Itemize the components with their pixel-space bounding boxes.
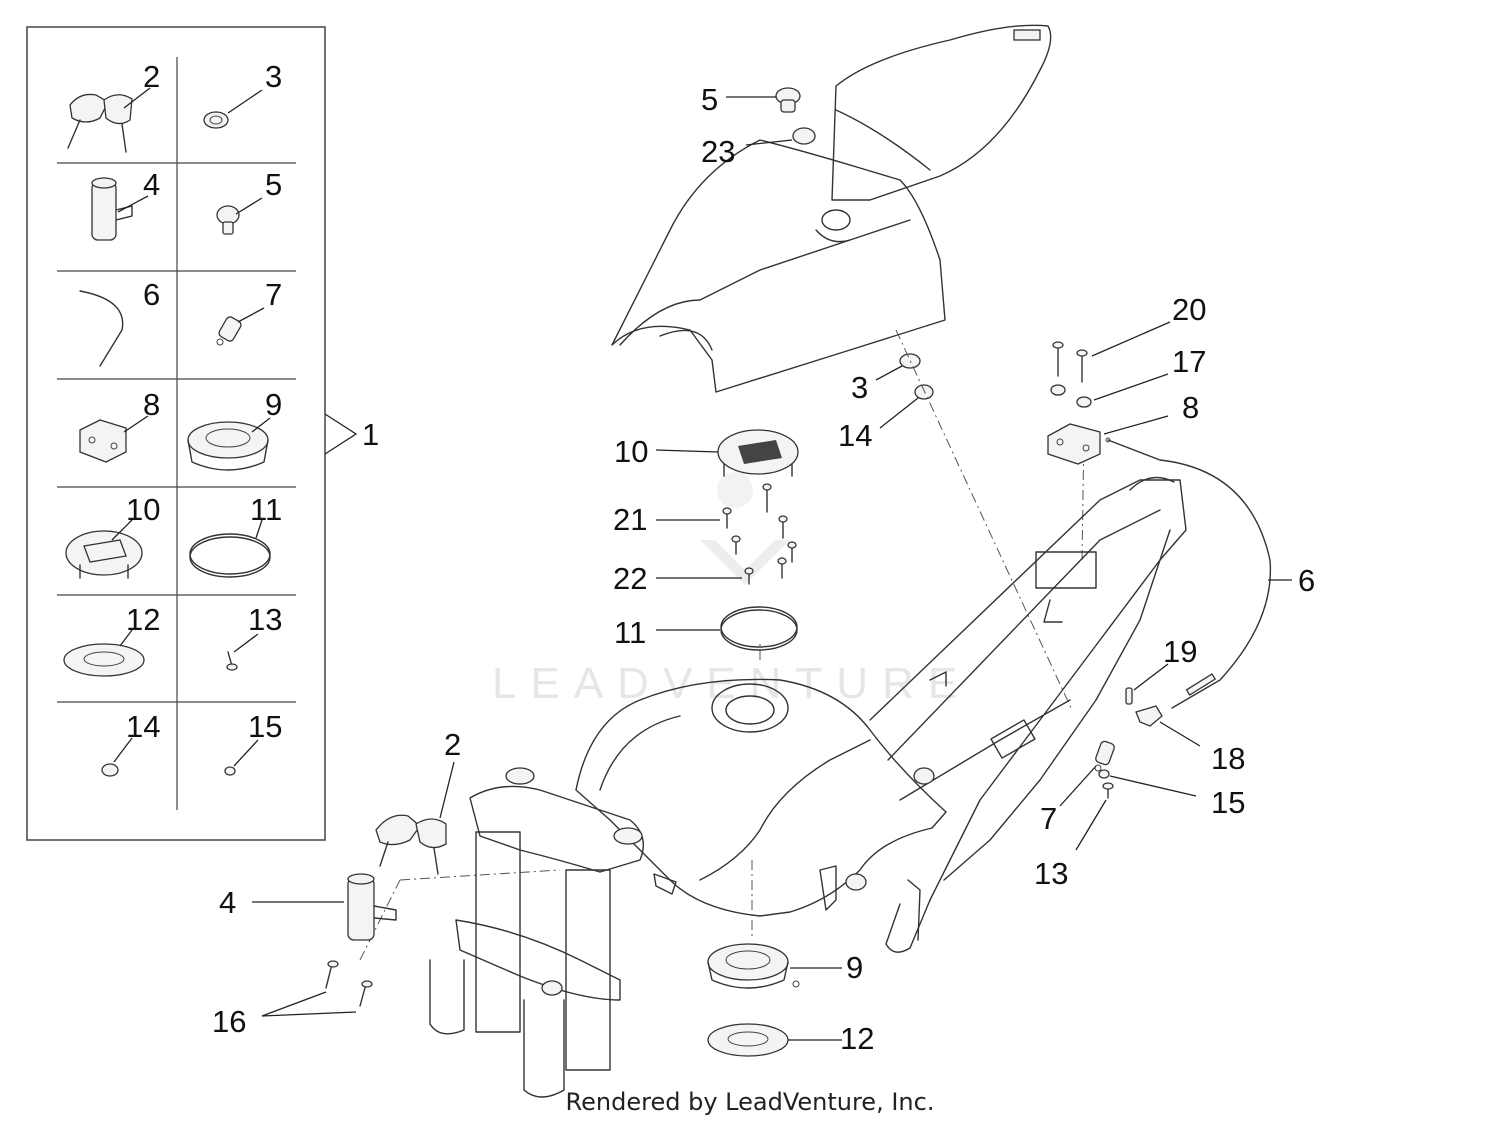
watermark-logo-icon	[700, 472, 790, 585]
callout-fuel-cap: 10	[614, 434, 648, 469]
callout-keys: 2	[444, 727, 461, 762]
kit-label-lock-bracket: 8	[143, 387, 160, 422]
kit-lock-bracket-icon	[79, 419, 127, 463]
seat-drawing	[611, 24, 1052, 393]
kit-label-filler-flange: 9	[265, 387, 282, 422]
kit-cable-icon	[79, 290, 124, 367]
callout-lock-bracket: 8	[1182, 390, 1199, 425]
callout-screw-21: 21	[613, 502, 647, 537]
kit-small-washer-icon	[224, 766, 236, 776]
axis-line	[399, 869, 561, 881]
ignition-lock-part	[347, 873, 397, 941]
callout-latch-18: 18	[1211, 741, 1245, 776]
footer-credit: Rendered by LeadVenture, Inc.	[566, 1088, 935, 1116]
axis-line	[895, 329, 1073, 711]
callout-gasket-plate: 12	[840, 1021, 874, 1056]
release-cable-part	[1105, 437, 1272, 709]
callout-pin-19: 19	[1163, 634, 1197, 669]
fuel-cap-part	[717, 429, 799, 477]
nut-part	[914, 384, 934, 400]
gasket-plate-part	[707, 1023, 789, 1057]
kit-keys-icon	[67, 93, 133, 153]
callout-washer-15: 15	[1211, 785, 1245, 820]
kit-fuel-cap-icon	[65, 530, 143, 579]
callout-terminal-7: 7	[1040, 801, 1057, 836]
kit-screw-icon	[226, 651, 238, 671]
kit-label-keys: 2	[143, 59, 160, 94]
kit-terminal-icon	[216, 316, 242, 346]
kit-label-screw: 13	[248, 602, 282, 637]
lock-screws-part	[325, 960, 373, 1007]
kit-label-washer: 3	[265, 59, 282, 94]
kit-washer-icon	[203, 111, 229, 129]
kit-label-nut: 14	[126, 709, 160, 744]
watermark-text: LEADVENTURE	[492, 659, 971, 708]
kit-label-seat-buffer: 5	[265, 167, 282, 202]
kit-label-gasket-plate: 12	[126, 602, 160, 637]
kit-group-label: 1	[362, 417, 379, 452]
callout-release-cable: 6	[1298, 563, 1315, 598]
callout-screw-22: 22	[613, 561, 647, 596]
seat-buffer-part	[775, 87, 801, 113]
bolts-20-part	[1052, 341, 1088, 383]
screw-13-part	[1102, 782, 1114, 799]
kit-nut-icon	[101, 763, 119, 777]
callout-washer: 3	[851, 370, 868, 405]
kit-label-o-ring: 11	[250, 492, 282, 527]
terminal-7-part	[1094, 740, 1115, 772]
latch-18-part	[1135, 705, 1163, 727]
filler-flange-part	[707, 943, 800, 989]
callout-seat-grommet: 23	[701, 134, 735, 169]
callout-screw-13: 13	[1034, 856, 1068, 891]
kit-ignition-lock-icon	[91, 177, 133, 241]
front-fork-drawing	[429, 767, 644, 1098]
seat-grommet-part	[792, 127, 816, 145]
kit-label-ignition-lock: 4	[143, 167, 160, 202]
fuel-cap-screws	[722, 483, 797, 585]
rear-frame-drawing	[819, 476, 1187, 953]
callout-o-ring: 11	[614, 615, 646, 650]
kit-box: 1 2 3 4 5 6	[26, 26, 379, 841]
callout-bolt-20: 20	[1172, 292, 1206, 327]
axis-line	[359, 879, 401, 961]
seat-lock-bracket-part	[1047, 423, 1101, 465]
callout-nut: 14	[838, 418, 872, 453]
keys-part	[375, 814, 447, 875]
kit-o-ring-icon	[189, 533, 271, 578]
kit-seat-buffer-icon	[216, 205, 240, 235]
kit-label-fuel-cap: 10	[126, 492, 160, 527]
callout-filler-flange: 9	[846, 950, 863, 985]
kit-label-terminal: 7	[265, 277, 282, 312]
callout-ignition-lock: 4	[219, 885, 236, 920]
callout-spacer-17: 17	[1172, 344, 1206, 379]
fuel-tank-drawing	[575, 678, 947, 917]
kit-label-small-washer: 15	[248, 709, 282, 744]
callout-lock-screws: 16	[212, 1004, 246, 1039]
kit-filler-flange-icon	[187, 421, 269, 471]
kit-gasket-plate-icon	[63, 643, 145, 677]
callout-seat-buffer: 5	[701, 82, 718, 117]
o-ring-part	[720, 606, 798, 651]
washer-15-part	[1098, 769, 1110, 779]
pin-19-part	[1125, 687, 1133, 705]
kit-label-release-cable: 6	[143, 277, 160, 312]
spacer-17-part	[1050, 384, 1092, 408]
